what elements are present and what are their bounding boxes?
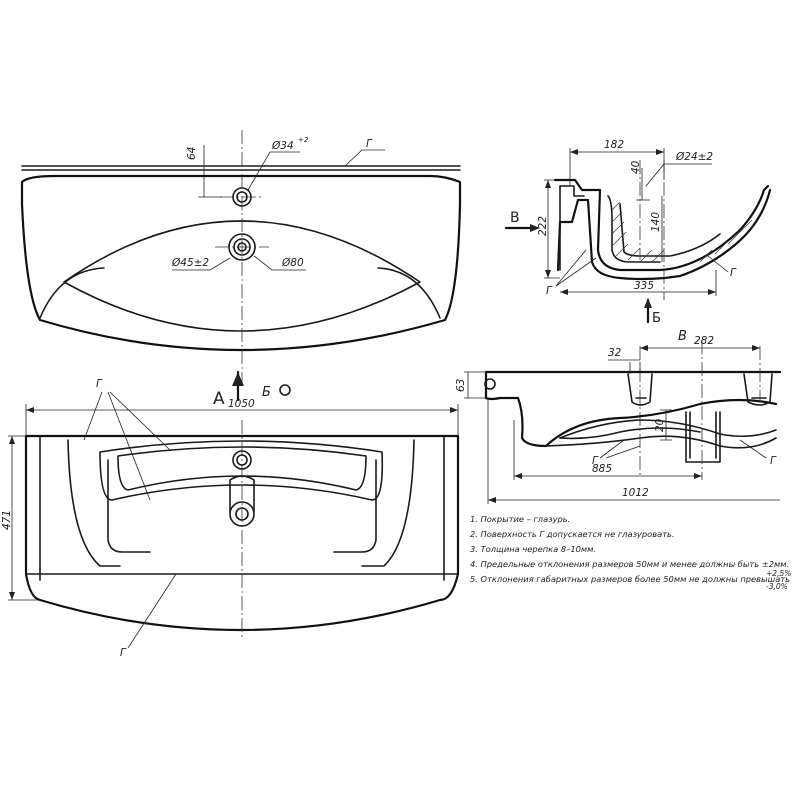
note-3: 3. Толщина черепка 8–10мм. [470,544,596,554]
side-foot-left [627,373,653,406]
surface-g-section-1: Г [546,285,553,297]
dim-hole-34: Ø34 [271,140,294,152]
dim-885: 885 [592,463,612,475]
bottom-view-inner-left [39,435,121,581]
view-a-label: A [213,389,225,409]
top-view-bowl-lower [39,267,441,319]
dim-32: 32 [608,347,622,359]
side-view: В 32 282 63 20 885 1012 Г [455,329,782,504]
section-hatch [611,201,753,263]
top-view-centerline-h [215,196,269,248]
top-view-outline [20,174,462,352]
surface-g-top: Г [366,138,373,150]
side-view-outline [484,370,782,448]
top-view: 64 Ø34 +2 Г Ø45±2 Ø80 A Б [20,130,462,409]
view-v-label-section: В [510,210,520,226]
side-mount-hole [484,378,496,390]
section-outline [553,178,772,281]
surface-g-side-2: Г [770,455,777,467]
dim-40: 40 [630,160,642,174]
dim-140: 140 [650,212,662,232]
dim-335: 335 [634,280,654,292]
dim-471: 471 [1,510,13,530]
note-4: 4. Предельные отклонения размеров 50мм и… [470,559,789,569]
dim-24: Ø24±2 [675,151,713,163]
dim-20: 20 [654,418,666,432]
bottom-view-inner-right [361,435,445,581]
note-5: 5. Отклонения габаритных размеров более … [470,574,790,584]
bottom-view: 1050 471 Г Г [1,378,460,659]
dim-drain-45: Ø45±2 [171,257,209,269]
note-2: 2. Поверхность Г допускается не глазуров… [470,529,675,539]
surface-g-section-2: Г [730,267,737,279]
tolerance-plus: +2,5% [766,569,791,578]
dim-1050: 1050 [228,398,255,410]
side-drain [685,411,721,463]
dim-64: 64 [186,147,198,160]
view-b-label-top: Б [262,385,271,400]
dim-hole-34-tol: +2 [298,136,309,144]
dim-63: 63 [455,379,467,392]
top-view-bowl [63,220,421,332]
surface-g-side-1: Г [592,455,599,467]
view-v-label-side: В [678,329,687,344]
dim-222: 222 [537,216,549,236]
bottom-view-rib [99,440,384,501]
dim-1012: 1012 [622,487,649,499]
dim-182: 182 [604,139,624,151]
section-view: 182 40 Ø24±2 140 222 335 Г Г В Б [504,139,772,326]
tolerance-minus: -3,0% [766,582,788,591]
side-foot-right [743,373,773,406]
surface-g-bottom-2: Г [120,647,127,659]
view-b-label-section: Б [652,311,661,326]
dim-282: 282 [694,335,714,347]
surface-g-bottom-1: Г [96,378,103,390]
dim-drain-80: Ø80 [281,257,304,269]
notes-block: 1. Покрытие – глазурь. 2. Поверхность Г … [470,514,791,591]
note-1: 1. Покрытие – глазурь. [470,514,570,524]
bottom-view-outline [24,434,460,632]
